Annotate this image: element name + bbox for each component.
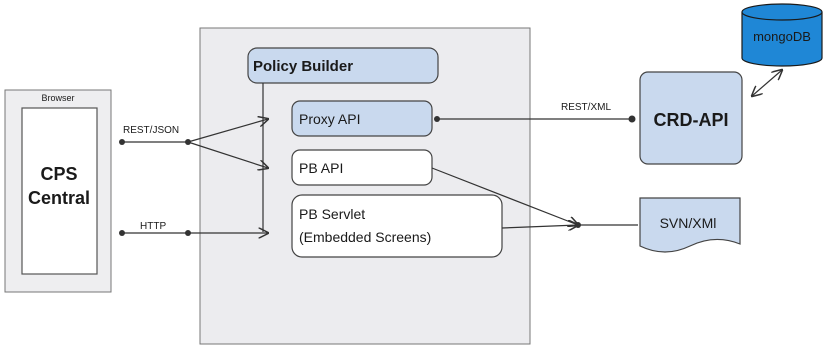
crd-in-dot — [628, 115, 636, 123]
rest-json-to-proxy-arrow — [187, 119, 268, 143]
pb-servlet-label-line2: (Embedded Screens) — [299, 229, 431, 245]
svn-xml-document: SVN/XMl — [639, 197, 741, 253]
svn-merge-dot — [575, 222, 581, 228]
rest-json-start-dot — [119, 139, 125, 145]
browser-window: Browser CPS Central — [4, 89, 112, 293]
connector-lines — [122, 70, 782, 233]
http-mid-dot — [185, 230, 191, 236]
policy-builder-box — [247, 47, 439, 84]
mongodb-cylinder: mongoDB — [741, 3, 823, 67]
rest-json-label: REST/JSON — [123, 125, 179, 136]
pb-api-label: PB API — [299, 160, 343, 176]
crd-api-box — [639, 71, 743, 165]
pb-api-box — [291, 149, 433, 186]
servlet-to-svn-arrow — [501, 225, 578, 228]
svn-xml-label: SVN/XMl — [660, 215, 717, 231]
proxy-api-label: Proxy API — [299, 111, 360, 127]
connector-dots — [119, 115, 636, 236]
crd-mongodb-arrow — [752, 70, 782, 96]
http-label: HTTP — [140, 221, 166, 232]
mongodb-label: mongoDB — [753, 29, 811, 44]
pb-servlet-box — [291, 194, 503, 258]
cps-central-label-line1: CPS — [40, 164, 77, 184]
cps-central-label-line2: Central — [28, 188, 90, 208]
browser-title: Browser — [41, 93, 74, 103]
pb-servlet-label-line1: PB Servlet — [299, 206, 365, 222]
proxy-api-box — [291, 100, 433, 137]
rest-xml-label: REST/XML — [561, 102, 611, 113]
rest-json-to-pbapi-arrow — [187, 141, 268, 168]
crd-api-label: CRD-API — [654, 110, 729, 130]
cps-central-app — [21, 107, 98, 275]
policy-builder-label: Policy Builder — [253, 58, 353, 75]
pbapi-to-svn-arrow — [431, 167, 578, 225]
rest-json-split-dot — [185, 139, 191, 145]
http-start-dot — [119, 230, 125, 236]
proxy-out-dot — [434, 116, 440, 122]
